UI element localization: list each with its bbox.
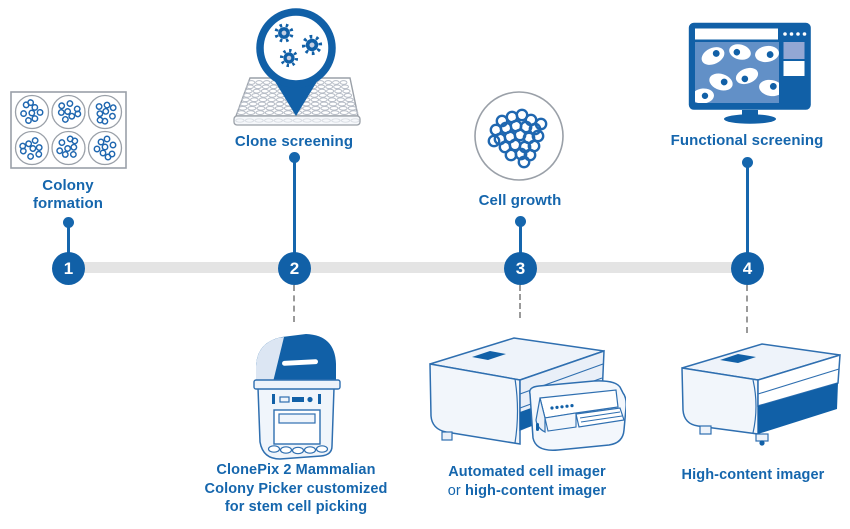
connector-line xyxy=(745,163,749,254)
connector-dot xyxy=(288,152,300,163)
six-well-plate-icon xyxy=(10,91,127,169)
step-caption-high-content-imager: High-content imager xyxy=(681,467,825,483)
connector-dot xyxy=(514,216,526,227)
dashed-connector xyxy=(293,285,295,322)
step-marker-4: 4 xyxy=(731,252,764,285)
caption-device-1: Automated cell imager xyxy=(448,464,606,480)
step-label-colony-formation: Colony formation xyxy=(32,177,104,212)
connector-line xyxy=(292,158,296,254)
step-label-clone-screening: Clone screening xyxy=(234,133,354,150)
step-label-cell-growth: Cell growth xyxy=(478,192,562,209)
cell-imager-instruments-illustration xyxy=(429,337,626,451)
monitor-screening-icon xyxy=(688,22,811,124)
dashed-connector xyxy=(519,285,521,318)
clonepix-instrument-illustration xyxy=(253,334,341,460)
clone-pin-microplate-icon xyxy=(233,8,361,126)
step-caption-imagers: Automated cell imager or high-content im… xyxy=(420,463,634,500)
connector-line xyxy=(66,223,70,254)
step-caption-clonepix: ClonePix 2 Mammalian Colony Picker custo… xyxy=(204,462,388,515)
connector-dot xyxy=(62,217,74,228)
step-marker-3: 3 xyxy=(504,252,537,285)
step-marker-2: 2 xyxy=(278,252,311,285)
step-label-functional-screening: Functional screening xyxy=(670,132,824,149)
connector-dot xyxy=(741,157,753,168)
connector-line xyxy=(518,222,522,254)
step-marker-1: 1 xyxy=(52,252,85,285)
caption-conjunction: or xyxy=(447,482,461,499)
cell-cluster-icon xyxy=(474,91,564,181)
high-content-imager-illustration xyxy=(681,343,841,446)
caption-device-2: high-content imager xyxy=(464,482,607,499)
timeline-bar xyxy=(66,262,751,273)
dashed-connector xyxy=(746,285,748,333)
